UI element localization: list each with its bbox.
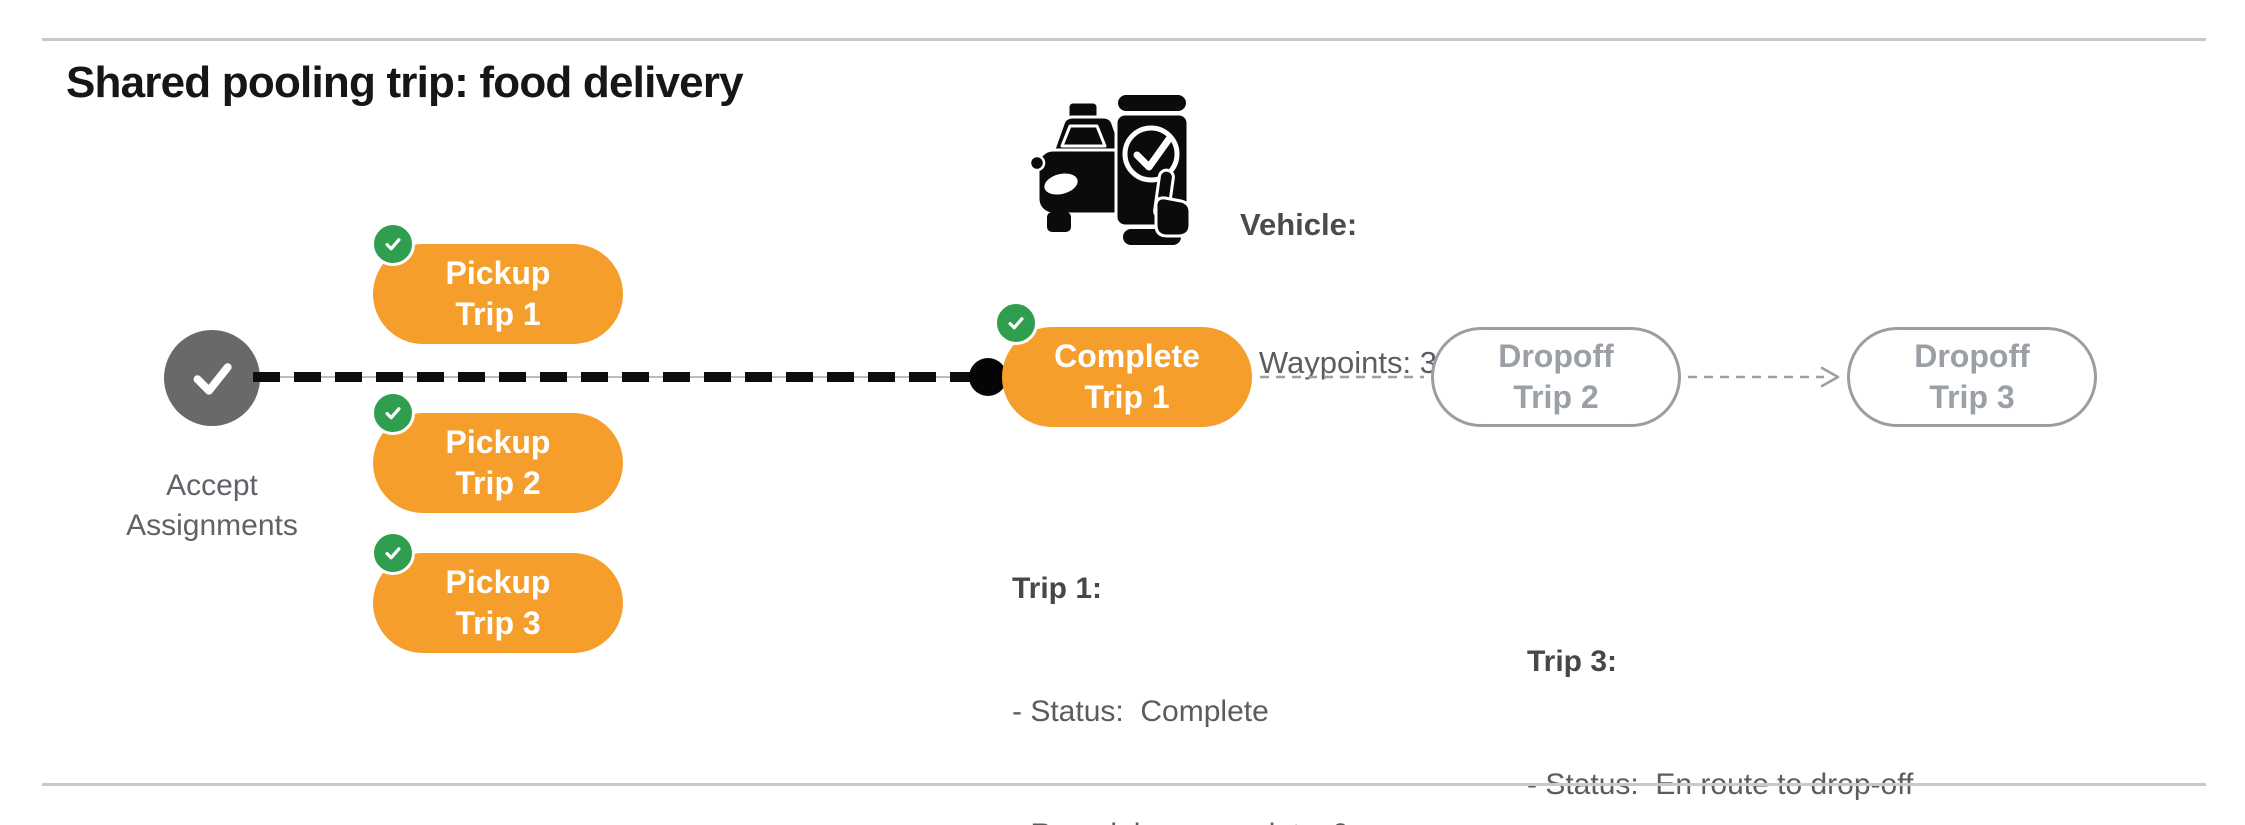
accept-assignments-label: Accept Assignments bbox=[126, 469, 298, 542]
page-title: Shared pooling trip: food delivery bbox=[66, 58, 744, 107]
dashed-connector-gray bbox=[1260, 375, 1424, 379]
trip1-header: Trip 1: bbox=[1012, 572, 1103, 605]
node-pickup-trip-3: Pickup Trip 3 bbox=[371, 531, 623, 653]
dashed-arrow-connector bbox=[1688, 366, 1840, 388]
check-badge-icon bbox=[371, 222, 415, 266]
check-badge-icon bbox=[994, 301, 1038, 345]
vehicle-label: Vehicle: bbox=[1240, 207, 1358, 242]
node-accept-assignments bbox=[164, 330, 260, 426]
trip1-status: - Status: Complete bbox=[1012, 695, 1269, 728]
dashed-connector-main bbox=[253, 372, 973, 382]
vehicle-phone-check-icon bbox=[1030, 95, 1190, 245]
trip1-waypoints: - Remaining waypoints: 0 bbox=[1012, 814, 1398, 825]
status-block-trips-1-2: Trip 1: - Status: Complete - Remaining w… bbox=[1012, 486, 1398, 825]
node-pickup-trip-2: Pickup Trip 2 bbox=[371, 391, 623, 513]
node-dropoff-trip-2: Dropoff Trip 2 bbox=[1431, 327, 1681, 427]
vehicle-info: Vehicle: - Waypoints: 3 bbox=[1240, 110, 1437, 478]
top-divider bbox=[42, 38, 2206, 41]
arrowhead-icon bbox=[1820, 366, 1840, 388]
node-pickup-trip-1: Pickup Trip 1 bbox=[371, 222, 623, 344]
check-badge-icon bbox=[371, 531, 415, 575]
trip3-header: Trip 3: bbox=[1527, 645, 1618, 678]
waypoint-dot bbox=[969, 358, 1007, 396]
node-complete-trip-1: Complete Trip 1 bbox=[994, 301, 1252, 427]
check-badge-icon bbox=[371, 391, 415, 435]
node-dropoff-trip-3: Dropoff Trip 3 bbox=[1847, 327, 2097, 427]
check-icon bbox=[193, 363, 232, 395]
bottom-divider bbox=[42, 783, 2206, 786]
connector-dashes bbox=[253, 372, 973, 382]
